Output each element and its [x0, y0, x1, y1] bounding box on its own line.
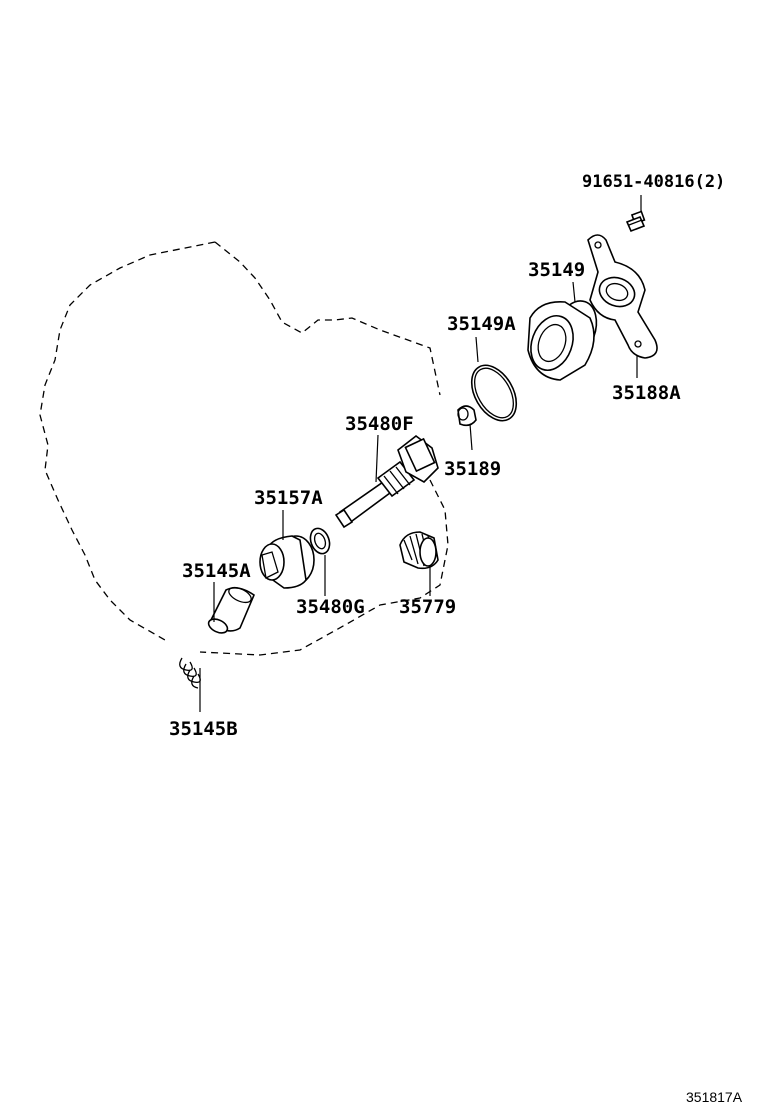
sleeve-35145a	[207, 582, 255, 634]
label-35779: 35779	[399, 596, 456, 618]
label-35480f: 35480F	[345, 413, 414, 435]
label-35189: 35189	[444, 458, 501, 480]
label-35149a: 35149A	[447, 313, 516, 335]
bolt-91651	[625, 195, 646, 233]
gear-35779	[399, 531, 439, 596]
o-ring-35149a	[470, 336, 518, 422]
label-35149: 35149	[528, 259, 585, 281]
label-35188a: 35188A	[612, 382, 681, 404]
sleeve-35149	[527, 281, 598, 381]
label-35145a: 35145A	[182, 560, 251, 582]
label-35145b: 35145B	[169, 718, 238, 740]
seal-35480g	[309, 527, 331, 596]
transmission-housing-outline	[39, 241, 449, 656]
spring-35145b	[179, 657, 201, 712]
bracket-35188a	[587, 234, 658, 378]
label-91651-40816: 91651-40816(2)	[582, 172, 725, 192]
sleeve-35157a	[259, 510, 315, 589]
part-labels: 91651-40816(2) 35149 35149A 35188A 35480…	[169, 172, 725, 740]
driven-gear-35480f	[334, 434, 439, 529]
label-35157a: 35157A	[254, 487, 323, 509]
figure-id: 351817A	[686, 1089, 743, 1105]
label-35480g: 35480G	[296, 596, 365, 618]
plug-35189	[457, 405, 477, 451]
